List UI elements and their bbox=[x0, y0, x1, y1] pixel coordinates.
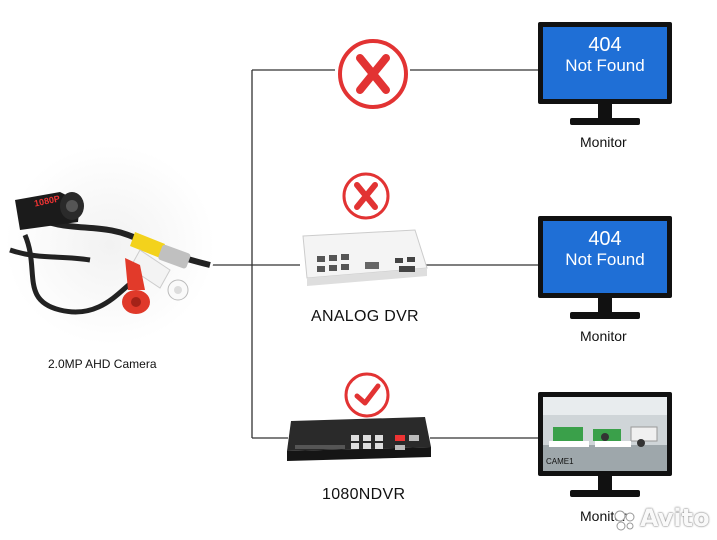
error-code-text: 404 bbox=[588, 228, 622, 250]
yellow-connector-icon bbox=[130, 232, 191, 269]
white-connector-icon bbox=[129, 249, 189, 301]
avito-logo-icon bbox=[614, 510, 635, 531]
monitor-label: Monitor bbox=[580, 134, 627, 150]
red-power-connector-icon bbox=[122, 258, 150, 314]
monitor-top: 404 Not Found bbox=[538, 22, 672, 126]
camera-feed-image bbox=[543, 397, 667, 471]
error-code-text: 404 bbox=[588, 34, 622, 56]
ahd-camera-image bbox=[5, 145, 215, 345]
monitor-middle: 404 Not Found bbox=[538, 216, 672, 320]
nvr-1080n-label: 1080NDVR bbox=[322, 486, 406, 503]
nvr-1080n-image bbox=[287, 417, 431, 461]
screen-caption: CAME1 bbox=[546, 457, 574, 466]
camera-body-icon bbox=[15, 192, 84, 230]
check-icon bbox=[344, 372, 390, 418]
monitor-bottom: CAME1 bbox=[538, 392, 672, 500]
error-message-text: Not Found bbox=[565, 56, 645, 75]
error-message-text: Not Found bbox=[565, 250, 645, 269]
monitor-label: Monitor bbox=[580, 328, 627, 344]
cross-icon bbox=[342, 172, 390, 220]
monitor-label: Monitor bbox=[580, 508, 627, 524]
monitor-screen bbox=[543, 221, 667, 293]
camera-label: 2.0MP AHD Camera bbox=[48, 357, 157, 371]
cross-icon bbox=[338, 39, 408, 109]
analog-dvr-label: ANALOG DVR bbox=[311, 308, 419, 325]
watermark-text: Avito bbox=[640, 504, 710, 532]
analog-dvr-image bbox=[302, 229, 428, 286]
monitor-screen bbox=[543, 27, 667, 99]
